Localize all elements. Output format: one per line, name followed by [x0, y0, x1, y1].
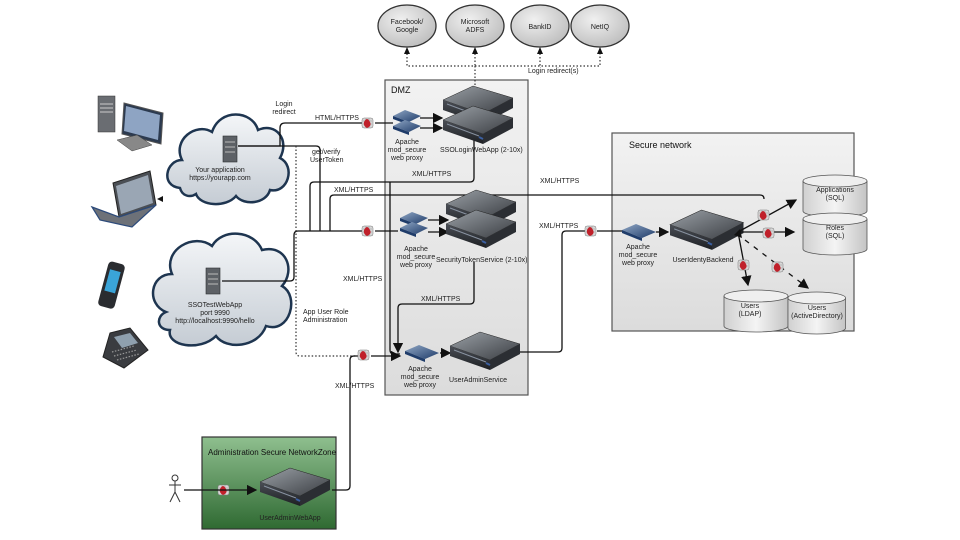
- server-icon: [222, 135, 238, 163]
- svg-text:UserAdminWebApp: UserAdminWebApp: [259, 515, 320, 522]
- user-admin-webapp: UserAdminWebApp: [259, 467, 331, 522]
- dmz-zone-title: DMZ: [391, 85, 411, 95]
- svg-text:SSOLoginWebApp (2-10x): SSOLoginWebApp (2-10x): [440, 147, 523, 154]
- svg-text:mod_secure: mod_secure: [388, 147, 427, 154]
- idp-microsoft-adfs: Microsoft ADFS: [445, 4, 505, 48]
- svg-text:Facebook/: Facebook/: [391, 19, 424, 26]
- edge-label-xml-https: XML/HTTPS: [421, 296, 461, 303]
- svg-text:NetIQ: NetIQ: [591, 24, 610, 31]
- svg-text:Applications: Applications: [816, 187, 854, 194]
- db-users-activedirectory: Users (ActiveDirectory): [787, 291, 846, 335]
- svg-text:SSOTestWebApp: SSOTestWebApp: [188, 302, 242, 309]
- svg-text:Apache: Apache: [626, 244, 650, 251]
- svg-text:XML/HTTPS: XML/HTTPS: [335, 383, 375, 390]
- backend-db-connections: [734, 199, 810, 289]
- svg-text:port 9990: port 9990: [200, 310, 230, 317]
- connections-left: [222, 120, 765, 491]
- svg-text:(SQL): (SQL): [826, 233, 845, 240]
- svg-text:(LDAP): (LDAP): [739, 311, 762, 318]
- svg-text:mod_secure: mod_secure: [401, 374, 440, 381]
- svg-text:UserToken: UserToken: [310, 157, 344, 164]
- firewall-icon: [361, 117, 374, 129]
- firewall-icon: [361, 225, 374, 237]
- svg-text:Administration: Administration: [303, 317, 347, 324]
- svg-text:(ActiveDirectory): (ActiveDirectory): [791, 313, 843, 320]
- idp-bankid: BankID: [510, 4, 570, 48]
- login-redirects-connector: Login redirect(s): [404, 47, 603, 85]
- firewall-icon: [357, 349, 370, 361]
- svg-text:web proxy: web proxy: [390, 155, 423, 162]
- svg-text:UserAdminService: UserAdminService: [449, 377, 507, 384]
- svg-text:mod_secure: mod_secure: [397, 254, 436, 261]
- svg-text:XML/HTTPS: XML/HTTPS: [334, 187, 374, 194]
- admin-proxy: Apache mod_secure web proxy: [401, 345, 452, 389]
- db-applications-sql: Applications (SQL): [802, 174, 868, 218]
- svg-text:HTML/HTTPS: HTML/HTTPS: [315, 115, 359, 122]
- backend-proxy: Apache mod_secure web proxy: [619, 224, 670, 267]
- admin-zone-title: Administration Secure NetworkZone: [208, 448, 337, 457]
- svg-text:Users: Users: [741, 303, 760, 310]
- laptop-icon: [90, 170, 163, 228]
- desktop-computer-icon: [97, 95, 164, 152]
- svg-text:https://yourapp.com: https://yourapp.com: [189, 175, 251, 182]
- blackberry-phone-icon: [102, 327, 149, 369]
- cloud-your-application: Your application https://yourapp.com: [166, 113, 290, 206]
- admin-user-actor-icon: [169, 474, 258, 503]
- edge-labels: Login redirect HTML/HTTPS get/verify Use…: [272, 101, 579, 390]
- login-redirects-label: Login redirect(s): [528, 68, 579, 75]
- svg-text:Login: Login: [275, 101, 292, 108]
- svg-text:http://localhost:9990/hello: http://localhost:9990/hello: [175, 318, 254, 325]
- svg-text:XML/HTTPS: XML/HTTPS: [343, 276, 383, 283]
- svg-text:Apache: Apache: [395, 139, 419, 146]
- svg-text:UserIdentyBackend: UserIdentyBackend: [672, 257, 733, 264]
- svg-text:web proxy: web proxy: [621, 260, 654, 267]
- idp-netiq: NetIQ: [570, 4, 630, 48]
- svg-text:redirect: redirect: [272, 109, 295, 116]
- smartphone-icon: [98, 261, 125, 309]
- user-admin-service: UserAdminService: [449, 331, 521, 384]
- sso-login-proxy: Apache mod_secure web proxy: [388, 110, 444, 162]
- secure-network-title: Secure network: [629, 140, 692, 150]
- svg-text:App User Role: App User Role: [303, 309, 349, 316]
- server-icon: [205, 267, 221, 295]
- svg-text:Apache: Apache: [404, 246, 428, 253]
- svg-text:(SQL): (SQL): [826, 195, 845, 202]
- svg-text:SecurityTokenService (2-10x): SecurityTokenService (2-10x): [436, 257, 527, 264]
- db-roles-sql: Roles (SQL): [802, 212, 868, 256]
- svg-text:mod_secure: mod_secure: [619, 252, 658, 259]
- svg-text:ADFS: ADFS: [466, 27, 485, 34]
- svg-text:XML/HTTPS: XML/HTTPS: [539, 223, 579, 230]
- security-token-service: SecurityTokenService (2-10x): [436, 189, 527, 264]
- db-users-ldap: Users (LDAP): [723, 289, 789, 333]
- svg-text:BankID: BankID: [529, 24, 552, 31]
- svg-text:get/verify: get/verify: [312, 149, 341, 156]
- user-identity-backend: UserIdentyBackend: [668, 208, 745, 264]
- svg-text:Your application: Your application: [195, 167, 245, 174]
- svg-text:XML/HTTPS: XML/HTTPS: [540, 178, 580, 185]
- idp-facebook-google: Facebook/ Google: [377, 4, 437, 48]
- edge-label-xml-https: XML/HTTPS: [412, 171, 452, 178]
- svg-text:web proxy: web proxy: [399, 262, 432, 269]
- svg-text:Apache: Apache: [408, 366, 432, 373]
- svg-text:Roles: Roles: [826, 225, 844, 232]
- svg-text:Google: Google: [396, 27, 419, 34]
- cloud-sso-test-webapp: SSOTestWebApp port 9990 http://localhost…: [151, 232, 293, 347]
- svg-text:web proxy: web proxy: [403, 382, 436, 389]
- svg-text:Users: Users: [808, 305, 827, 312]
- sso-login-webapp: SSOLoginWebApp (2-10x): [440, 85, 523, 154]
- sts-proxy: Apache mod_secure web proxy: [397, 212, 450, 269]
- firewall-icon: [584, 225, 597, 237]
- svg-text:Microsoft: Microsoft: [461, 19, 489, 26]
